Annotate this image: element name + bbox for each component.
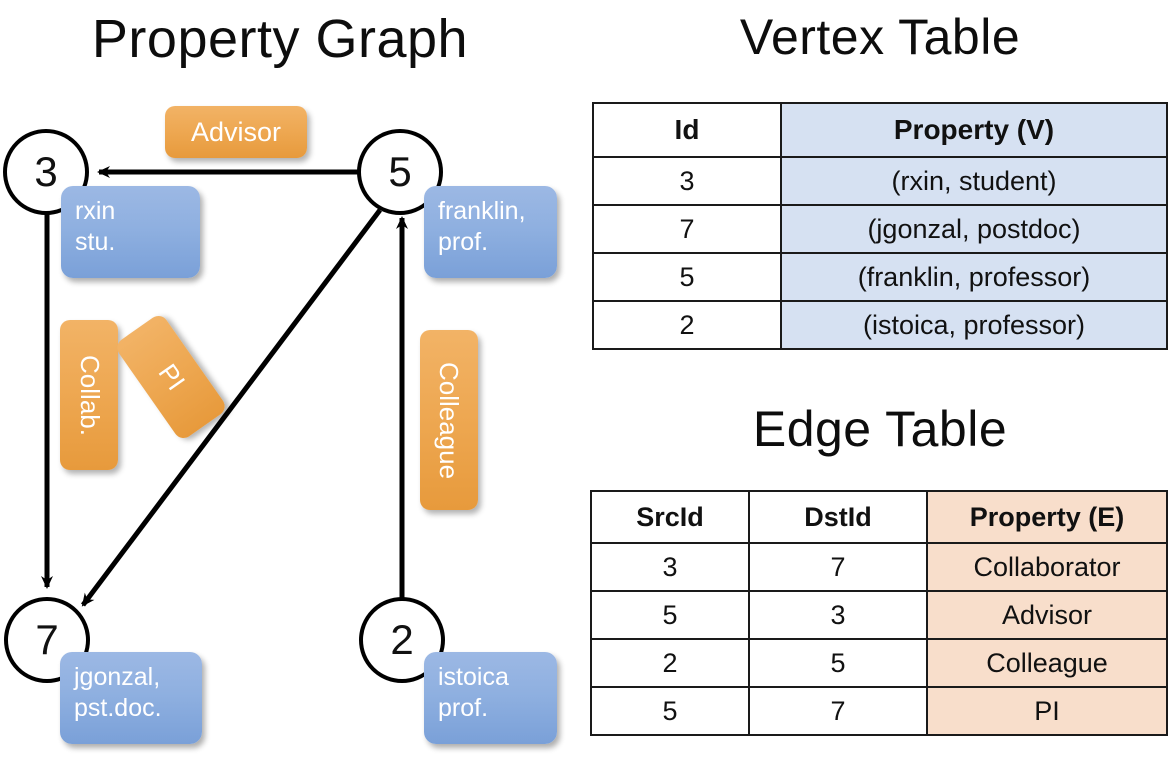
node-property-box-franklin: franklin, prof. bbox=[424, 186, 557, 278]
table-row[interactable]: 3 (rxin, student) bbox=[592, 156, 1168, 206]
graph-node-5[interactable]: 5 bbox=[357, 129, 443, 215]
column-header-dstid: DstId bbox=[748, 490, 928, 544]
node-property-line-1: franklin, bbox=[438, 197, 526, 225]
column-header-property-e: Property (E) bbox=[926, 490, 1168, 544]
edge-label-colleague: Colleague bbox=[420, 330, 478, 510]
cell-srcid: 5 bbox=[590, 590, 750, 640]
graph-node-2[interactable]: 2 bbox=[359, 597, 445, 683]
edge-label-advisor: Advisor bbox=[165, 106, 307, 158]
cell-dstid: 3 bbox=[748, 590, 928, 640]
cell-id: 2 bbox=[592, 300, 782, 350]
page-title-edge-table: Edge Table bbox=[752, 401, 1008, 457]
cell-property: (rxin, student) bbox=[780, 156, 1168, 206]
property-graph-diagram: 3 5 7 2 rxin stu. franklin, prof. jgonza… bbox=[3, 106, 557, 744]
cell-property: (franklin, professor) bbox=[780, 252, 1168, 302]
page-title-property-graph: Property Graph bbox=[91, 9, 469, 69]
cell-srcid: 5 bbox=[590, 686, 750, 736]
column-header-property-v: Property (V) bbox=[780, 102, 1168, 158]
cell-dstid: 7 bbox=[748, 542, 928, 592]
table-row[interactable]: 2 (istoica, professor) bbox=[592, 300, 1168, 350]
cell-id: 3 bbox=[592, 156, 782, 206]
node-property-line-2: stu. bbox=[75, 227, 116, 256]
cell-id: 7 bbox=[592, 204, 782, 254]
edge-table: SrcId DstId Property (E) 3 7 Collaborato… bbox=[590, 490, 1168, 736]
edge-label-collab: Collab. bbox=[60, 320, 118, 470]
node-property-line-2: pst.doc. bbox=[74, 693, 162, 722]
table-row[interactable]: 5 (franklin, professor) bbox=[592, 252, 1168, 302]
node-property-box-istoica: istoica prof. bbox=[424, 652, 557, 744]
cell-property: Collaborator bbox=[926, 542, 1168, 592]
vertex-table: Id Property (V) 3 (rxin, student) 7 (jgo… bbox=[592, 102, 1168, 350]
column-header-srcid: SrcId bbox=[590, 490, 750, 544]
node-property-line-2: prof. bbox=[438, 227, 489, 256]
column-header-id: Id bbox=[592, 102, 782, 158]
node-property-line-1: istoica bbox=[438, 663, 509, 691]
graph-edge-arrows bbox=[41, 166, 408, 607]
table-row[interactable]: 5 3 Advisor bbox=[590, 590, 1168, 640]
cell-property: PI bbox=[926, 686, 1168, 736]
cell-property: (istoica, professor) bbox=[780, 300, 1168, 350]
table-header-row: Id Property (V) bbox=[592, 102, 1168, 158]
edge-arrow-pi-5-to-7 bbox=[81, 208, 382, 607]
table-row[interactable]: 7 (jgonzal, postdoc) bbox=[592, 204, 1168, 254]
cell-srcid: 3 bbox=[590, 542, 750, 592]
cell-dstid: 5 bbox=[748, 638, 928, 688]
cell-property: Colleague bbox=[926, 638, 1168, 688]
cell-property: (jgonzal, postdoc) bbox=[780, 204, 1168, 254]
node-property-box-rxin: rxin stu. bbox=[61, 186, 200, 278]
table-row[interactable]: 2 5 Colleague bbox=[590, 638, 1168, 688]
node-property-line-1: jgonzal, bbox=[74, 663, 161, 691]
node-property-line-2: prof. bbox=[438, 693, 489, 722]
node-property-line-1: rxin bbox=[75, 197, 116, 225]
edge-label-pi-text: PI bbox=[152, 358, 191, 396]
edge-label-collab-text: Collab. bbox=[74, 354, 105, 436]
table-row[interactable]: 5 7 PI bbox=[590, 686, 1168, 736]
cell-property: Advisor bbox=[926, 590, 1168, 640]
edge-label-advisor-text: Advisor bbox=[190, 116, 282, 147]
table-header-row: SrcId DstId Property (E) bbox=[590, 490, 1168, 544]
node-property-box-jgonzal: jgonzal, pst.doc. bbox=[60, 652, 202, 744]
cell-srcid: 2 bbox=[590, 638, 750, 688]
table-row[interactable]: 3 7 Collaborator bbox=[590, 542, 1168, 592]
page-title-vertex-table: Vertex Table bbox=[739, 9, 1021, 65]
cell-dstid: 7 bbox=[748, 686, 928, 736]
cell-id: 5 bbox=[592, 252, 782, 302]
edge-label-colleague-text: Colleague bbox=[434, 361, 465, 479]
